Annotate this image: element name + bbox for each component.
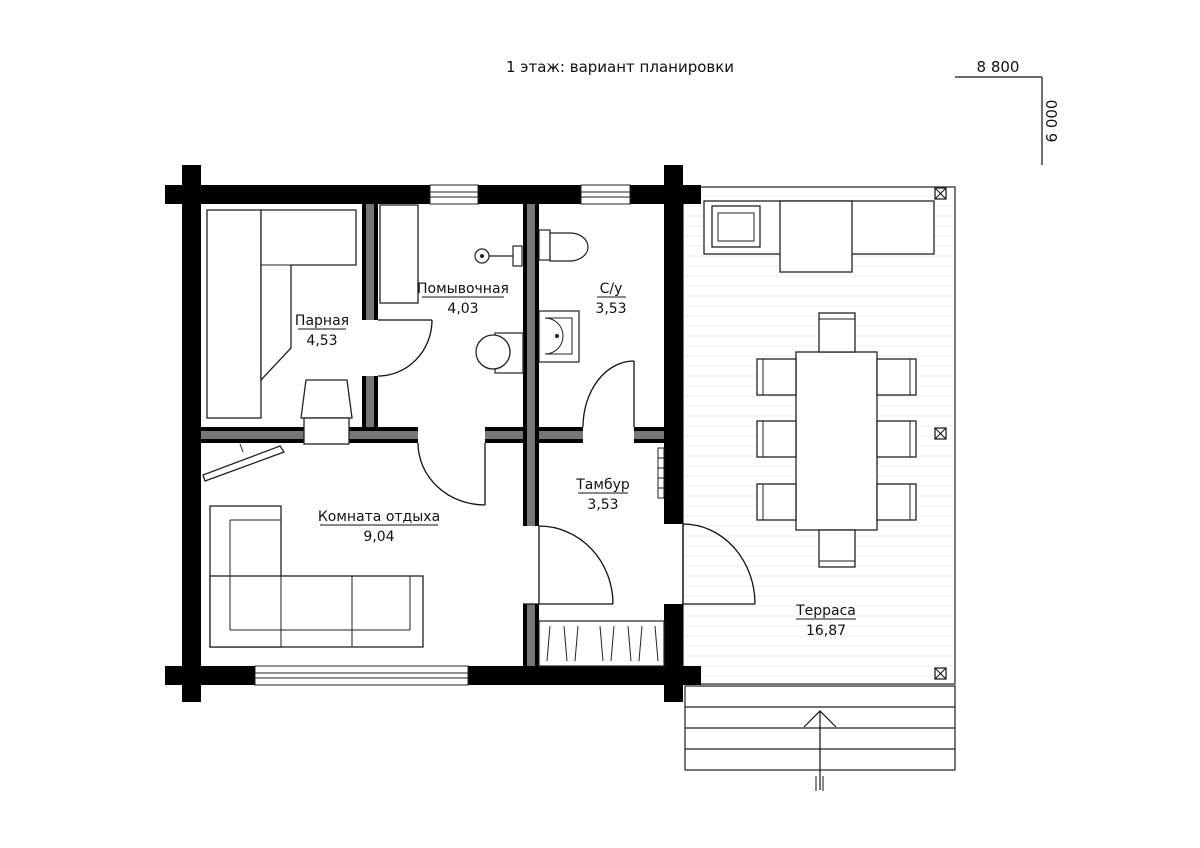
dining-table [795, 351, 878, 531]
room-area: 4,53 [306, 333, 337, 349]
wardrobe-rack [538, 620, 665, 667]
entrance-steps [684, 685, 956, 791]
room-name: Парная [295, 313, 349, 329]
room-label-komnata: Комната отдыха 9,04 [318, 509, 440, 545]
window-su [580, 184, 631, 205]
room-area: 4,03 [447, 301, 478, 317]
room-name: С/у [600, 281, 623, 297]
sauna-stove [300, 379, 353, 445]
post-marker-top [934, 187, 947, 200]
terrace-kitchen-counter [703, 200, 935, 273]
dimension-width: 8 800 [977, 58, 1020, 76]
washbasin [538, 310, 580, 363]
room-label-su: С/у 3,53 [595, 281, 626, 317]
external-walls [165, 165, 701, 702]
door-parnaya[interactable] [377, 319, 433, 377]
room-area: 3,53 [595, 301, 626, 317]
shower-bench [379, 204, 419, 304]
room-name: Комната отдыха [318, 509, 440, 525]
room-name: Помывочная [417, 281, 509, 297]
room-label-tambur: Тамбур 3,53 [575, 477, 630, 513]
room-label-terrasa: Терраса 16,87 [795, 603, 856, 639]
room-area: 16,87 [806, 623, 846, 639]
window-pomyvochnaya [429, 184, 479, 205]
dimension-depth: 6 000 [1043, 100, 1061, 143]
room-area: 3,53 [587, 497, 618, 513]
internal-partitions [201, 204, 664, 666]
door-su[interactable] [582, 360, 635, 428]
room-name: Терраса [795, 603, 856, 619]
door-tambur-inner[interactable] [523, 525, 614, 605]
shower-fixture [474, 245, 523, 267]
dimension-marker: 8 800 6 000 [955, 58, 1061, 165]
sauna-bench [206, 209, 357, 419]
room-label-pomyvochnaya: Помывочная 4,03 [417, 281, 509, 317]
window-komnata [254, 665, 469, 686]
room-name: Тамбур [575, 477, 630, 493]
room-area: 9,04 [363, 529, 394, 545]
door-komnata[interactable] [417, 442, 486, 506]
corner-sofa [209, 505, 424, 648]
water-tank [475, 332, 524, 374]
post-marker-bottom [934, 667, 947, 680]
door-terrace[interactable] [682, 523, 756, 605]
radiator [657, 447, 665, 499]
room-label-parnaya: Парная 4,53 [295, 313, 349, 349]
plan-title: 1 этаж: вариант планировки [506, 58, 734, 76]
post-marker-middle [934, 427, 947, 440]
sauna-bench-slanted [202, 443, 285, 482]
dining-chairs [756, 312, 917, 568]
toilet [538, 229, 589, 262]
